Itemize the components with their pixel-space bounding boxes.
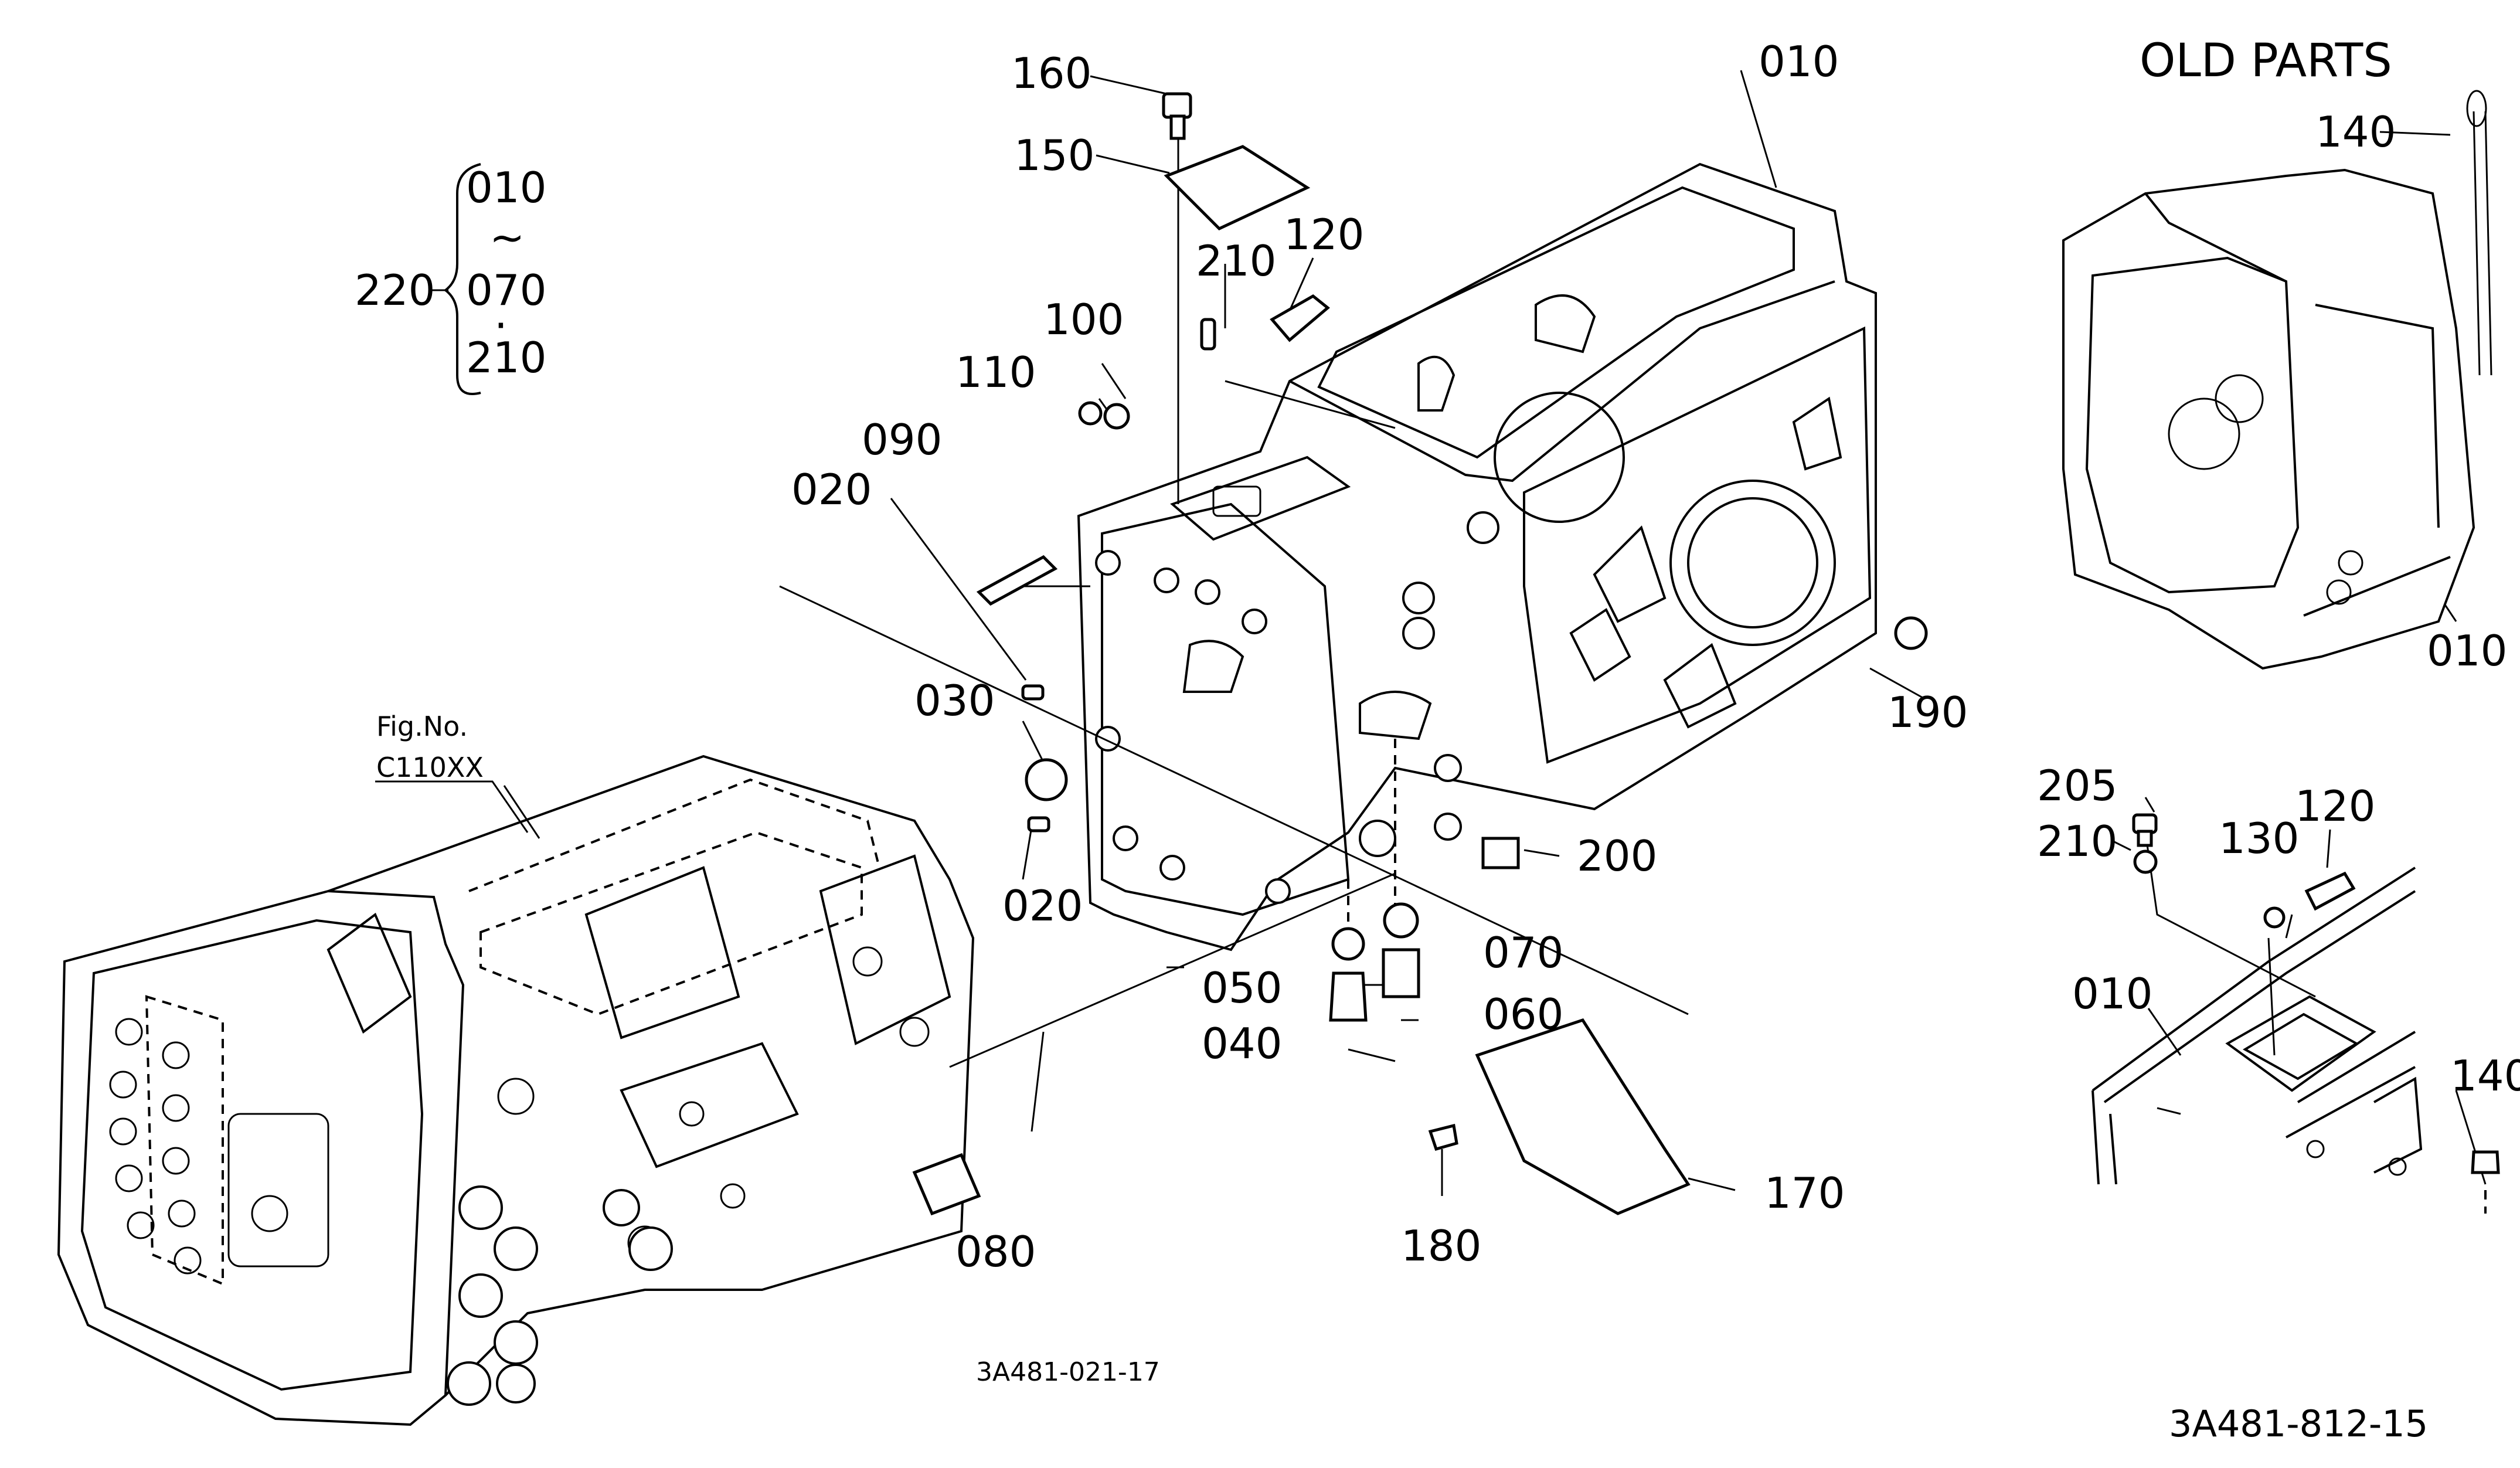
old-parts-case <box>2062 90 2492 670</box>
washer-130 <box>2263 906 2286 929</box>
pin-210 <box>1200 318 1216 351</box>
label-150: 150 <box>1014 131 1094 180</box>
washer-210-old <box>2133 849 2158 874</box>
plug-060 <box>1382 948 1420 998</box>
bolt-120 <box>1270 294 1330 342</box>
cover-170 <box>1475 1018 1691 1215</box>
seal-030 <box>1025 758 1068 801</box>
label-210-old: 210 <box>2037 817 2117 866</box>
label-190: 190 <box>1888 688 1968 737</box>
label-160: 160 <box>1011 49 1091 98</box>
kit-line-070: 070 <box>466 266 546 315</box>
label-100: 100 <box>1043 295 1124 344</box>
kit-dot: · <box>494 301 508 350</box>
valve-bosses <box>447 1185 673 1406</box>
label-130: 130 <box>2219 814 2299 863</box>
label-110: 110 <box>955 348 1036 397</box>
label-180: 180 <box>1401 1221 1481 1270</box>
old-parts-heading: OLD PARTS <box>2140 35 2392 87</box>
label-070: 070 <box>1483 928 1563 977</box>
kit-line-210: 210 <box>466 333 546 382</box>
kit-tilde: ~ <box>489 213 525 262</box>
washer-070 <box>1383 902 1419 939</box>
label-220: 220 <box>355 266 435 315</box>
pin-020-lower <box>1027 816 1050 832</box>
label-020-lower: 020 <box>1002 881 1083 930</box>
bolt-080 <box>912 1153 981 1216</box>
label-090: 090 <box>862 415 942 464</box>
plug-160 <box>1162 92 1192 140</box>
plug-190 <box>1894 616 1928 650</box>
label-010-old-b: 010 <box>2072 969 2152 1018</box>
label-030: 030 <box>914 676 995 725</box>
old-parts-detail <box>2092 797 2500 1214</box>
kit-bracket <box>431 163 481 395</box>
label-010-old-a: 010 <box>2427 626 2507 675</box>
label-210: 210 <box>1196 236 1276 286</box>
bolt-205 <box>2132 813 2158 847</box>
label-200: 200 <box>1577 831 1657 881</box>
main-transmission-case <box>1077 162 1877 952</box>
plug-040 <box>1329 971 1368 1022</box>
label-140-lower: 140 <box>2450 1051 2520 1100</box>
fig-no-label: Fig.No. <box>376 711 468 742</box>
label-120: 120 <box>1284 210 1364 259</box>
label-060: 060 <box>1483 990 1563 1039</box>
cover-150 <box>1164 145 1311 231</box>
label-040: 040 <box>1202 1019 1282 1068</box>
parts-main <box>912 92 1928 1216</box>
label-020-upper: 020 <box>791 465 872 514</box>
drawing-code-main: 3A481-021-17 <box>976 1357 1160 1387</box>
label-170: 170 <box>1764 1168 1845 1218</box>
bellhousing-holes <box>109 1018 202 1275</box>
label-205: 205 <box>2037 761 2117 810</box>
label-080: 080 <box>955 1227 1036 1276</box>
plug-200 <box>1481 837 1520 869</box>
label-120-old: 120 <box>2295 781 2375 831</box>
pin-020-upper <box>1021 684 1045 701</box>
bolt-120-old <box>2304 871 2356 911</box>
label-010: 010 <box>1759 37 1839 86</box>
fig-code-label: C110XX <box>376 752 484 783</box>
bolt-180 <box>1428 1123 1458 1151</box>
leader-lines <box>503 70 1923 1196</box>
stud-090 <box>976 555 1058 606</box>
kit-line-010: 010 <box>466 163 546 212</box>
fig-reference-leader <box>375 780 529 833</box>
plug-140 <box>2471 1150 2500 1174</box>
washer-110 <box>1078 401 1103 426</box>
nut-100 <box>1103 403 1130 430</box>
label-140-upper: 140 <box>2315 107 2396 157</box>
drawing-code-old: 3A481-812-15 <box>2169 1402 2428 1445</box>
callout-labels: 160 150 120 210 010 100 110 090 020 030 … <box>355 35 2520 1445</box>
reference-transmission-case <box>57 755 975 1426</box>
label-050: 050 <box>1202 963 1282 1012</box>
washer-050 <box>1331 927 1365 961</box>
